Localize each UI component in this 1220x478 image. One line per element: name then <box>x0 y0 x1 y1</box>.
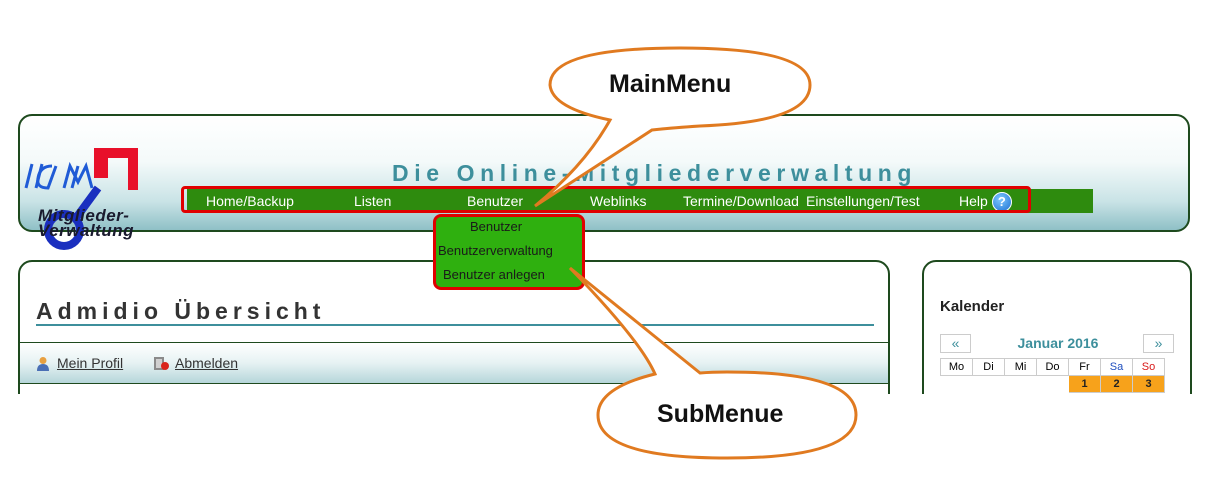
site-title: Die Online-Mitgliederverwaltung <box>392 160 918 186</box>
submenu-item-benutzer-anlegen[interactable]: Benutzer anlegen <box>443 267 545 282</box>
calendar-day-empty <box>1037 376 1069 393</box>
calendar-day-1[interactable]: 1 <box>1068 375 1101 393</box>
profile-toolbar: Mein Profil Abmelden <box>20 342 888 384</box>
screenshot-cutoff-area <box>0 394 1220 478</box>
calendar-month[interactable]: Januar 2016 <box>1017 335 1099 351</box>
calendar-next-button[interactable]: » <box>1143 334 1174 353</box>
weekday-mi: Mi <box>1004 358 1037 376</box>
weekday-so: So <box>1132 358 1165 376</box>
weekday-sa: Sa <box>1100 358 1133 376</box>
calendar-day-empty <box>1005 376 1037 393</box>
site-header: Die Online-Mitgliederverwaltung <box>18 114 1190 232</box>
calendar-day-2[interactable]: 2 <box>1100 375 1133 393</box>
calendar-weekday-row: Mo Di Mi Do Fr Sa So <box>940 358 1165 376</box>
weekday-do: Do <box>1036 358 1069 376</box>
calendar-day-empty <box>941 376 973 393</box>
logo[interactable]: Mitglieder- Verwaltung <box>20 148 144 250</box>
calendar-prev-button[interactable]: « <box>940 334 971 353</box>
nav-item-einstellungen-test[interactable]: Einstellungen/Test <box>806 193 920 209</box>
nav-item-listen[interactable]: Listen <box>354 193 392 209</box>
calendar-title: Kalender <box>940 298 1005 315</box>
calendar-week-row: 1 2 3 <box>941 375 1165 393</box>
nav-item-home-backup[interactable]: Home/Backup <box>206 193 294 209</box>
logo-text-line1: Mitglieder- <box>38 206 130 225</box>
calendar-panel: Kalender « Januar 2016 » Mo Di Mi Do Fr … <box>922 260 1192 420</box>
submenu-dropdown: Benutzer Benutzerverwaltung Benutzer anl… <box>433 214 585 290</box>
calendar-grid: Mo Di Mi Do Fr Sa So 1 2 3 <box>940 358 1165 393</box>
my-profile-link[interactable]: Mein Profil <box>57 355 124 371</box>
main-menu-highlight <box>181 186 1031 213</box>
calendar-day-3[interactable]: 3 <box>1132 375 1165 393</box>
weekday-fr: Fr <box>1068 358 1101 376</box>
submenu-callout-label: SubMenue <box>657 400 784 428</box>
weekday-mo: Mo <box>940 358 973 376</box>
logout-icon <box>154 357 169 370</box>
nav-item-help-label: Help <box>959 193 988 209</box>
weekday-di: Di <box>972 358 1005 376</box>
logout-link[interactable]: Abmelden <box>175 355 239 371</box>
calendar-day-empty <box>973 376 1005 393</box>
submenu-item-benutzerverwaltung[interactable]: Benutzerverwaltung <box>438 243 553 258</box>
user-profile-icon <box>37 357 49 371</box>
submenu-item-benutzer[interactable]: Benutzer <box>470 219 523 234</box>
logo-text-line2: Verwaltung <box>38 221 134 240</box>
logo-graphic-icon <box>24 148 138 250</box>
nav-item-benutzer[interactable]: Benutzer <box>467 193 524 209</box>
mainmenu-callout-label: MainMenu <box>609 70 732 98</box>
page-title: Admidio Übersicht <box>36 298 326 324</box>
title-divider <box>36 324 874 326</box>
